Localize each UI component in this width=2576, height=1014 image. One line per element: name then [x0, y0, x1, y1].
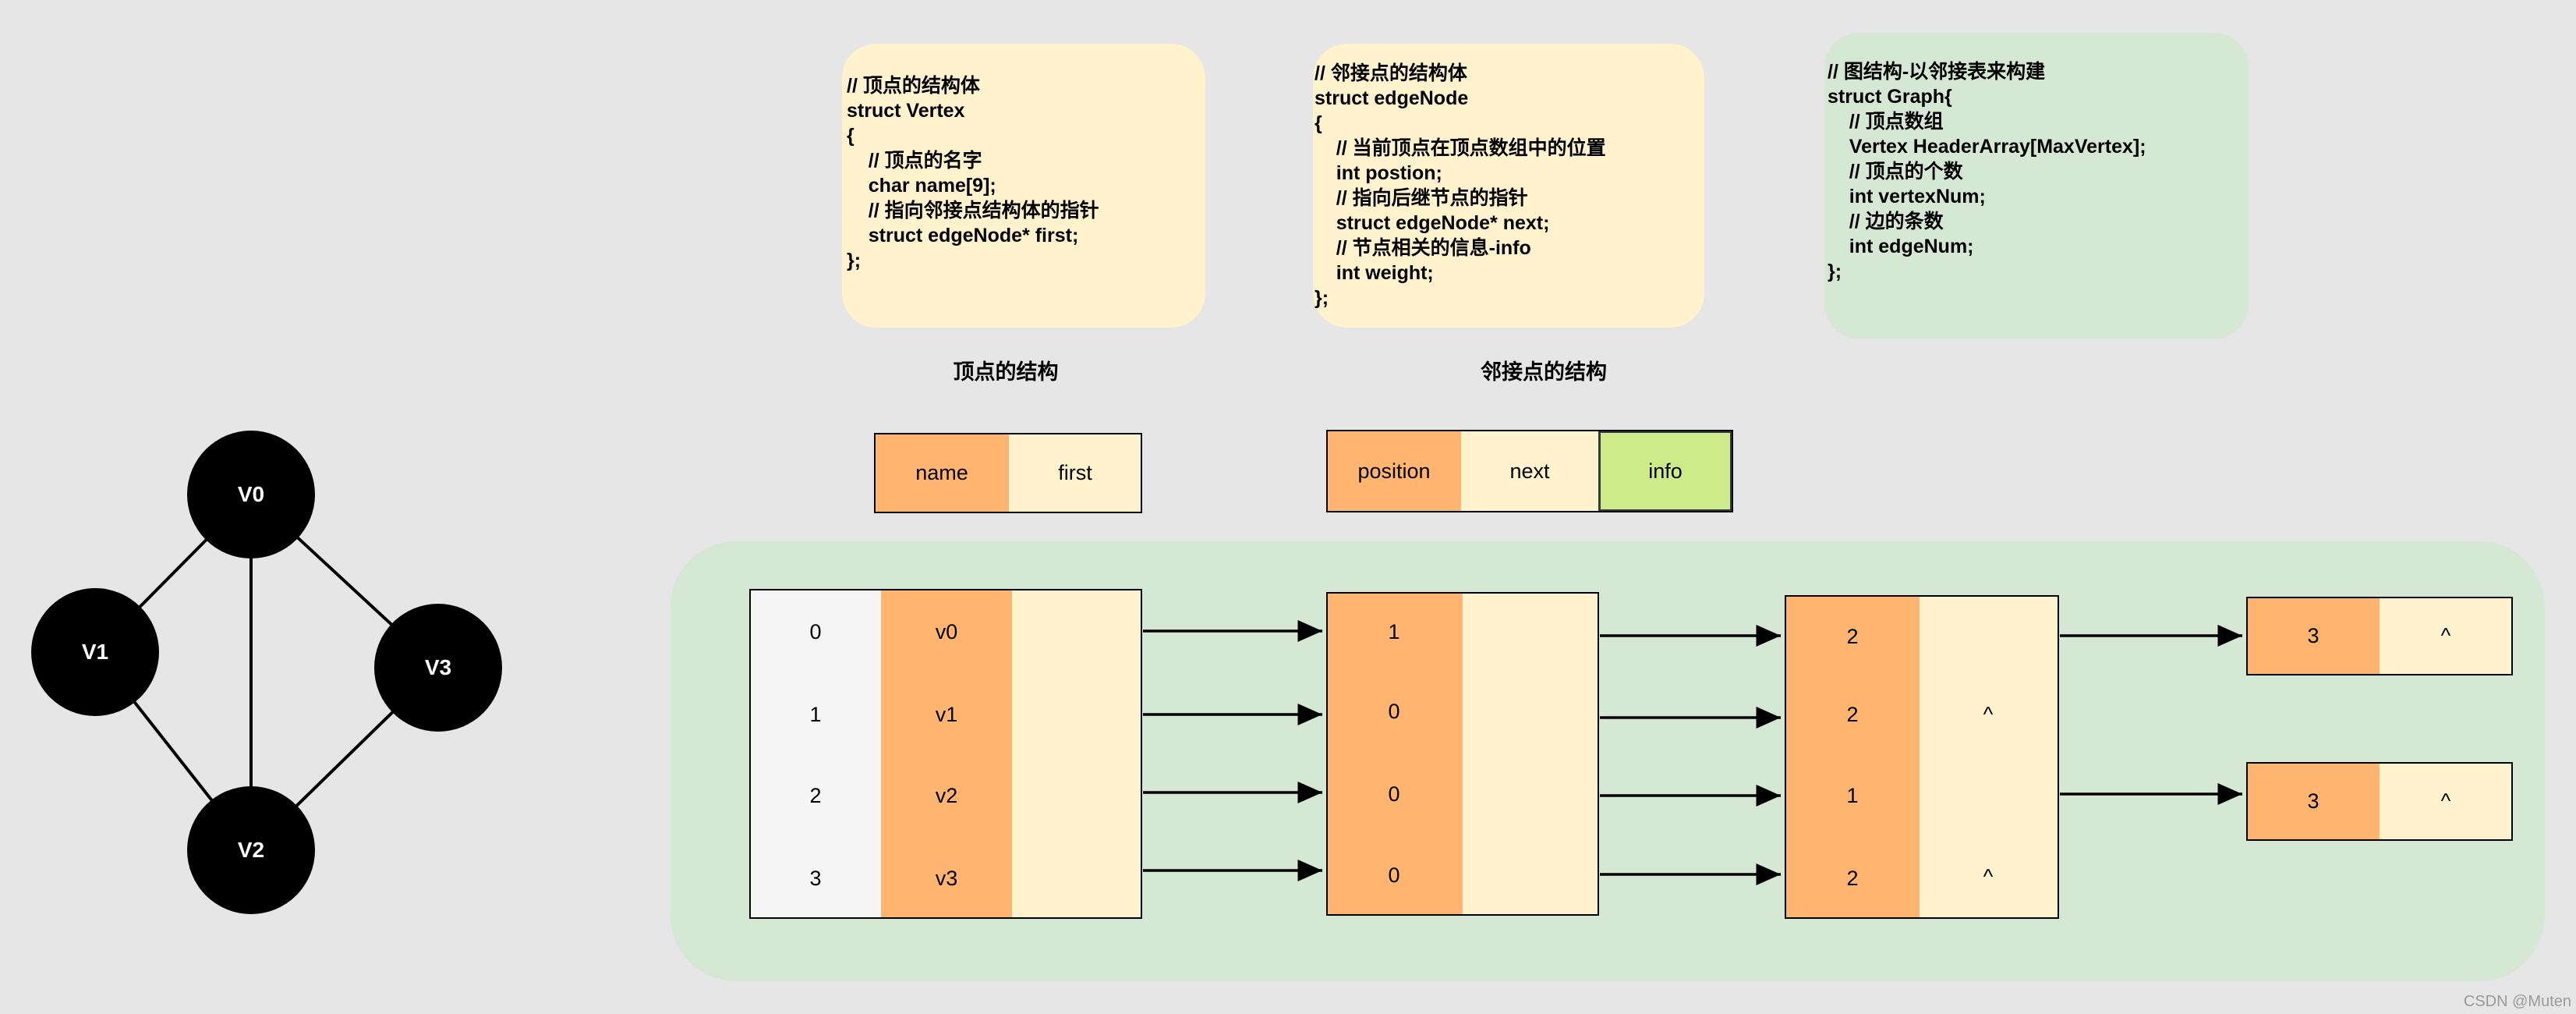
vertex-name-1: v1 — [935, 703, 958, 726]
first-edge-node-position-column — [1327, 593, 1463, 914]
second-edge-next-3: ^ — [1983, 865, 1994, 888]
first-edge-position-3: 0 — [1388, 863, 1400, 887]
vertex-struct-code-box: // 顶点的结构体 struct Vertex { // 顶点的名字 char … — [842, 44, 1205, 328]
vertex-struct-code: // 顶点的结构体 struct Vertex { // 顶点的名字 char … — [847, 75, 1099, 271]
graph-struct-code-box: // 图结构-以邻接表来构建 struct Graph{ // 顶点数组 Ver… — [1824, 33, 2249, 339]
header-array-frame — [749, 589, 1142, 919]
legend-info-field: info — [1598, 431, 1732, 512]
edge-node-structure-title: 邻接点的结构 — [1481, 360, 1607, 384]
first-edge-node-next-column — [1463, 593, 1598, 914]
graph-node-v2: V2 — [187, 786, 315, 914]
graph-node-v3: V3 — [374, 604, 502, 732]
index-2: 2 — [809, 784, 822, 807]
header-array-first-column — [1012, 590, 1141, 917]
first-edge-position-1: 0 — [1388, 700, 1400, 723]
vertex-legend-frame — [874, 433, 1142, 513]
second-edge-position-2: 1 — [1846, 784, 1859, 807]
edge-legend-frame — [1326, 430, 1733, 512]
edge-node-struct-code: // 邻接点的结构体 struct edgeNode { // 当前顶点在顶点数… — [1315, 62, 1606, 309]
third-edge-node-1-frame — [2246, 762, 2513, 841]
second-edge-node-position-column — [1785, 596, 1920, 917]
second-edge-position-3: 2 — [1846, 867, 1859, 890]
header-array-index-column — [750, 590, 881, 917]
vertex-name-0: v0 — [935, 620, 958, 644]
third-edge-node-0-next: ^ — [2380, 597, 2512, 674]
index-0: 0 — [809, 620, 822, 644]
legend-name-field: name — [875, 434, 1009, 512]
second-edge-position-1: 2 — [1846, 703, 1859, 726]
first-edge-position-2: 0 — [1388, 782, 1400, 806]
vertex-name-2: v2 — [935, 784, 958, 807]
first-edge-node-frame — [1326, 592, 1599, 916]
third-edge-node-1-next: ^ — [2380, 763, 2512, 839]
third-edge-node-0-position: 3 — [2247, 597, 2380, 674]
second-edge-position-0: 2 — [1846, 625, 1859, 648]
vertex-structure-title: 顶点的结构 — [953, 360, 1059, 384]
edge-node-struct-code-box: // 邻接点的结构体 struct edgeNode { // 当前顶点在顶点数… — [1313, 44, 1704, 328]
first-edge-position-0: 1 — [1388, 620, 1400, 644]
second-edge-node-next-column — [1920, 596, 2058, 917]
graph-struct-code: // 图结构-以邻接表来构建 struct Graph{ // 顶点数组 Ver… — [1828, 61, 2146, 282]
graph-node-v0: V0 — [187, 431, 315, 558]
watermark: CSDN @Muten — [2463, 993, 2571, 1010]
legend-first-field: first — [1009, 434, 1141, 512]
vertex-name-3: v3 — [935, 867, 958, 890]
third-edge-node-1-position: 3 — [2247, 763, 2380, 839]
legend-position-field: position — [1327, 431, 1461, 512]
third-edge-node-0-frame — [2246, 597, 2513, 675]
index-1: 1 — [809, 703, 822, 726]
graph-node-v1: V1 — [31, 588, 159, 716]
second-edge-next-1: ^ — [1983, 703, 1994, 726]
header-array-name-column — [881, 590, 1012, 917]
second-edge-node-frame — [1785, 595, 2059, 919]
index-3: 3 — [809, 867, 822, 890]
legend-next-field: next — [1461, 431, 1598, 512]
